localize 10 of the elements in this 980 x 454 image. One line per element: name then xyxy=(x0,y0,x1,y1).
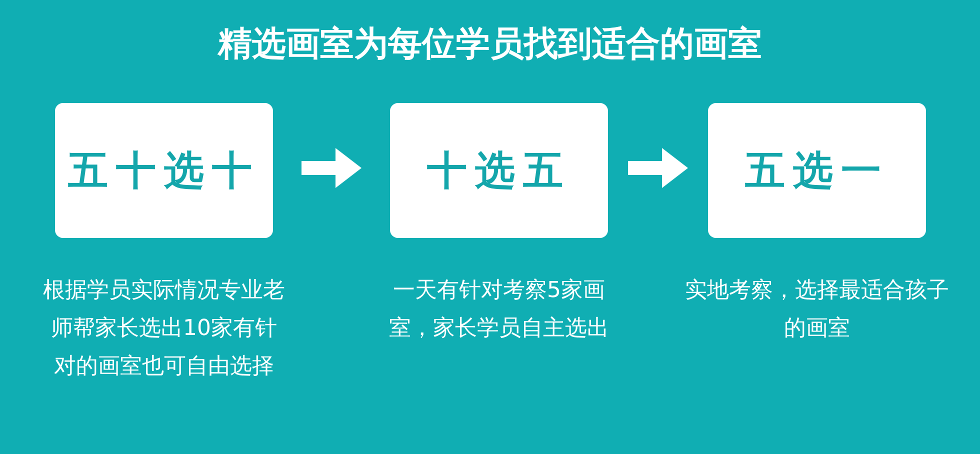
step-description: 根据学员实际情况专业老师帮家长选出10家有针对的画室也可自由选择 xyxy=(42,277,286,381)
step-card xyxy=(390,103,608,238)
step-card xyxy=(55,103,273,238)
step-title: 五十选十 xyxy=(68,147,260,196)
step-title: 五选一 xyxy=(745,147,889,196)
step-description: 实地考察，选择最适合孩子的画室 xyxy=(684,277,950,343)
step-title: 十选五 xyxy=(427,147,571,196)
step-description: 一天有针对考察5家画室，家长学员自主选出 xyxy=(388,277,610,343)
step-card xyxy=(708,103,926,238)
title: 精选画室为每位学员找到适合的画室 xyxy=(216,23,763,66)
